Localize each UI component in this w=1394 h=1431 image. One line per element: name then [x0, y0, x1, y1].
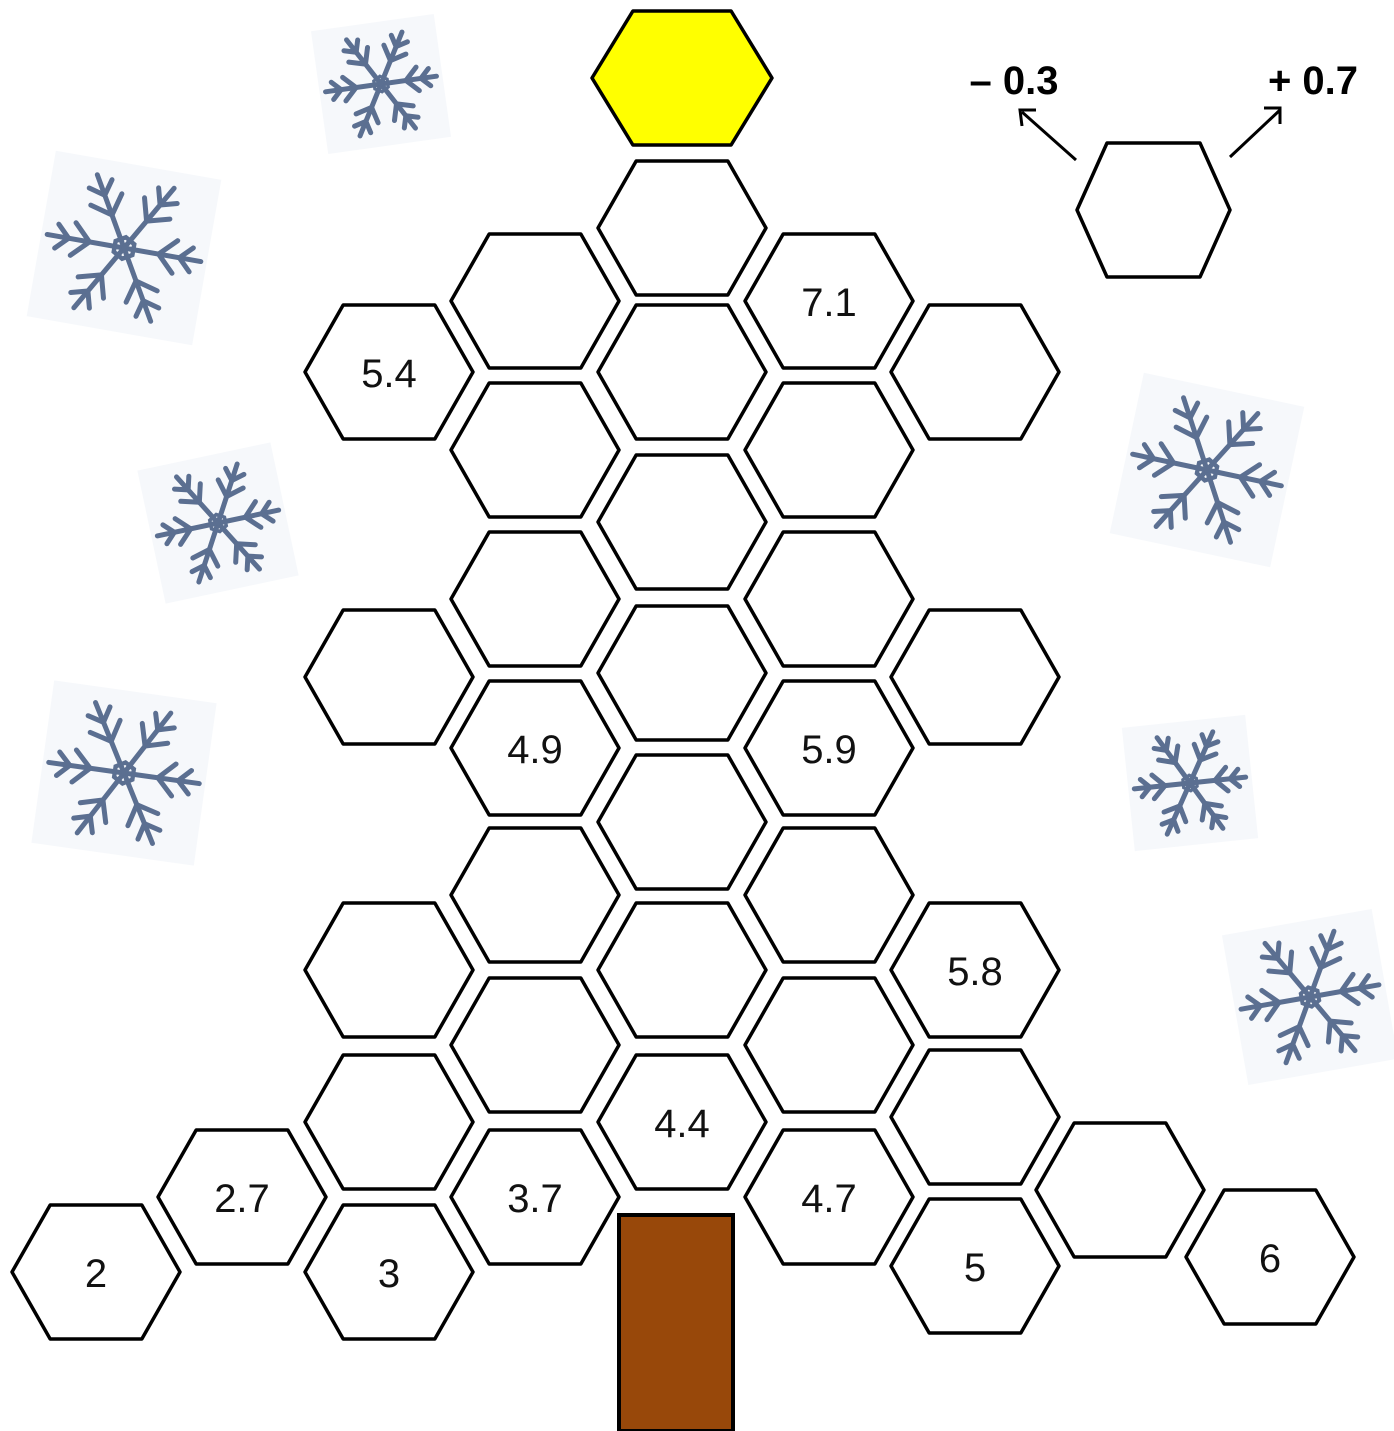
hexagon-shape [451, 383, 619, 517]
legend-right-label: + 0.7 [1268, 59, 1358, 103]
hexagon-cell: 3 [305, 1205, 473, 1339]
hexagon-shape [598, 161, 766, 295]
hexagon-cell: 5.8 [891, 903, 1059, 1037]
hexagon-cell [1036, 1123, 1204, 1257]
hexagon-cell [305, 903, 473, 1037]
hexagon-shape [745, 532, 913, 666]
hexagon-shape [891, 610, 1059, 744]
hexagon-value: 5.8 [947, 950, 1003, 994]
hexagon-cell [451, 532, 619, 666]
hexagon-value: 6 [1259, 1237, 1281, 1281]
hexagon-shape [745, 383, 913, 517]
hexagon-value: 4.7 [801, 1177, 857, 1221]
hexagon-cell: 3.7 [451, 1130, 619, 1264]
hexagon-shape [451, 978, 619, 1112]
hexagon-cell [451, 828, 619, 962]
tree-trunk [619, 1215, 733, 1431]
hexagon-cell [451, 234, 619, 368]
hexagon-cell [598, 455, 766, 589]
snowflake-icon [31, 680, 216, 865]
hexagon-cell [598, 606, 766, 740]
hexagon-value: 3.7 [507, 1177, 563, 1221]
snowflake-icon [1222, 909, 1394, 1085]
arrow-left-icon [1020, 110, 1076, 160]
hexagon-shape [451, 234, 619, 368]
hexagon-value: 4.4 [654, 1102, 710, 1146]
snowflake-icon [311, 14, 451, 154]
hexagon-cell [598, 305, 766, 439]
rule-legend: – 0.3 + 0.7 [970, 59, 1359, 277]
hexagon-value: 3 [378, 1252, 400, 1296]
hexagon-cell [305, 610, 473, 744]
hexagon-cell: 4.4 [598, 1055, 766, 1189]
hexagon-value: 7.1 [801, 281, 857, 325]
hexagon-shape [745, 978, 913, 1112]
hexagon-shape [745, 828, 913, 962]
hexagon-shape [891, 305, 1059, 439]
snowflake-icon [137, 442, 298, 603]
hexagon-shape [598, 606, 766, 740]
snowflake-icon [1122, 715, 1258, 851]
hexagon-cell [745, 978, 913, 1112]
hexagon-shape [1036, 1123, 1204, 1257]
legend-left-label: – 0.3 [970, 59, 1059, 103]
hexagon-value: 2 [85, 1252, 107, 1296]
hexagon-cell [891, 305, 1059, 439]
hexagon-shape [891, 1050, 1059, 1184]
hexagon-cell [745, 828, 913, 962]
hexagon-value: 2.7 [214, 1177, 270, 1221]
hexagon-shape [305, 903, 473, 1037]
hexagon-cell: 5.4 [305, 305, 473, 439]
star-hexagon-shape [592, 11, 772, 145]
hexagon-cell [745, 532, 913, 666]
hexagon-cell: 7.1 [745, 234, 913, 368]
hexagon-value: 5.4 [361, 352, 417, 396]
hexagon-value: 5 [964, 1246, 986, 1290]
star-hexagon [592, 11, 772, 145]
hexagon-shape [305, 1055, 473, 1189]
hexagon-value: 4.9 [507, 728, 563, 772]
arrow-right-icon [1230, 108, 1280, 157]
hexagon-cell: 6 [1186, 1190, 1354, 1324]
hexagon-shape [598, 305, 766, 439]
hexagon-cell: 5 [891, 1199, 1059, 1333]
hexagon-shape [451, 828, 619, 962]
hexagon-value: 5.9 [801, 728, 857, 772]
hexagon-cell: 5.9 [745, 681, 913, 815]
hexagon-cell [891, 610, 1059, 744]
hexagon-shape [598, 755, 766, 889]
hexagon-cell: 4.9 [451, 681, 619, 815]
hexagon-cell [451, 978, 619, 1112]
hexagon-cell [305, 1055, 473, 1189]
snowflake-icon [1110, 373, 1305, 568]
hexagon-shape [598, 903, 766, 1037]
hexagon-cell [745, 383, 913, 517]
hexagon-shape [305, 610, 473, 744]
hexagon-cell [598, 903, 766, 1037]
legend-hexagon [1077, 143, 1230, 277]
snowflake-icon [27, 151, 222, 346]
hexagon-cell: 4.7 [745, 1130, 913, 1264]
hexagon-cell [598, 161, 766, 295]
hexagon-shape [451, 532, 619, 666]
hexagon-shape [598, 455, 766, 589]
hexagon-cell [598, 755, 766, 889]
hexagon-cell [891, 1050, 1059, 1184]
hexagon-cell: 2.7 [158, 1130, 326, 1264]
hexagon-cell: 2 [12, 1205, 180, 1339]
hexagon-cell [451, 383, 619, 517]
